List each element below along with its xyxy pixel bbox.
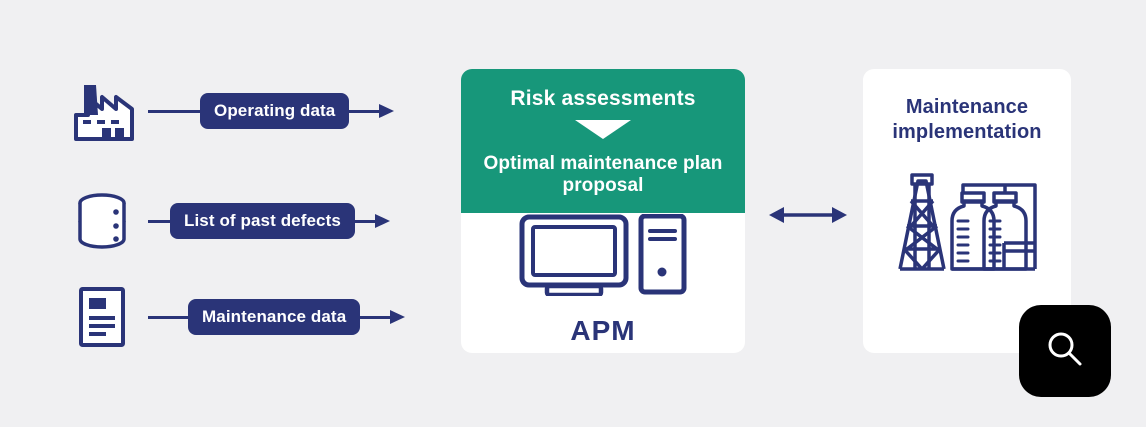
connector-line-left: [148, 315, 188, 319]
document-icon: [64, 279, 140, 355]
connector-maintenance-data: Maintenance data: [148, 297, 444, 337]
source-row-past-defects: List of past defects: [64, 173, 444, 269]
connector-past-defects: List of past defects: [148, 201, 444, 241]
oil-refinery-icon: [892, 171, 1042, 286]
connector-operating-data: Operating data: [148, 91, 444, 131]
pill-maintenance-data[interactable]: Maintenance data: [188, 298, 361, 336]
apm-card-header: Risk assessments Optimal maintenance pla…: [461, 69, 745, 214]
source-row-maintenance-data: Maintenance data: [64, 269, 444, 365]
maintenance-implementation-title: Maintenance implementation: [892, 96, 1042, 143]
apm-card-body: APM: [461, 213, 745, 353]
optimal-plan-subtitle: Optimal maintenance plan proposal: [483, 153, 723, 197]
factory-icon: [64, 73, 140, 149]
risk-assessments-title: Risk assessments: [510, 87, 696, 110]
connector-line-right: [354, 219, 375, 223]
search-button[interactable]: [1019, 305, 1111, 397]
bidirectional-arrow-icon: [769, 203, 847, 227]
source-row-operating-data: Operating data: [64, 63, 444, 159]
apm-label: APM: [570, 314, 636, 346]
pill-past-defects[interactable]: List of past defects: [170, 202, 355, 240]
connector-line-left: [148, 109, 200, 113]
connector-line-left: [148, 219, 170, 223]
database-icon: [64, 183, 140, 259]
desktop-computer-icon: [519, 213, 687, 301]
arrow-head-right-icon: [379, 102, 395, 120]
chevron-down-icon: [473, 120, 733, 145]
pill-operating-data[interactable]: Operating data: [200, 92, 350, 130]
search-icon: [1044, 328, 1086, 375]
connector-line-right: [349, 109, 380, 113]
apm-card: Risk assessments Optimal maintenance pla…: [461, 69, 745, 353]
connector-line-right: [360, 315, 391, 319]
arrow-head-right-icon: [374, 212, 391, 230]
arrow-head-right-icon: [390, 308, 406, 326]
